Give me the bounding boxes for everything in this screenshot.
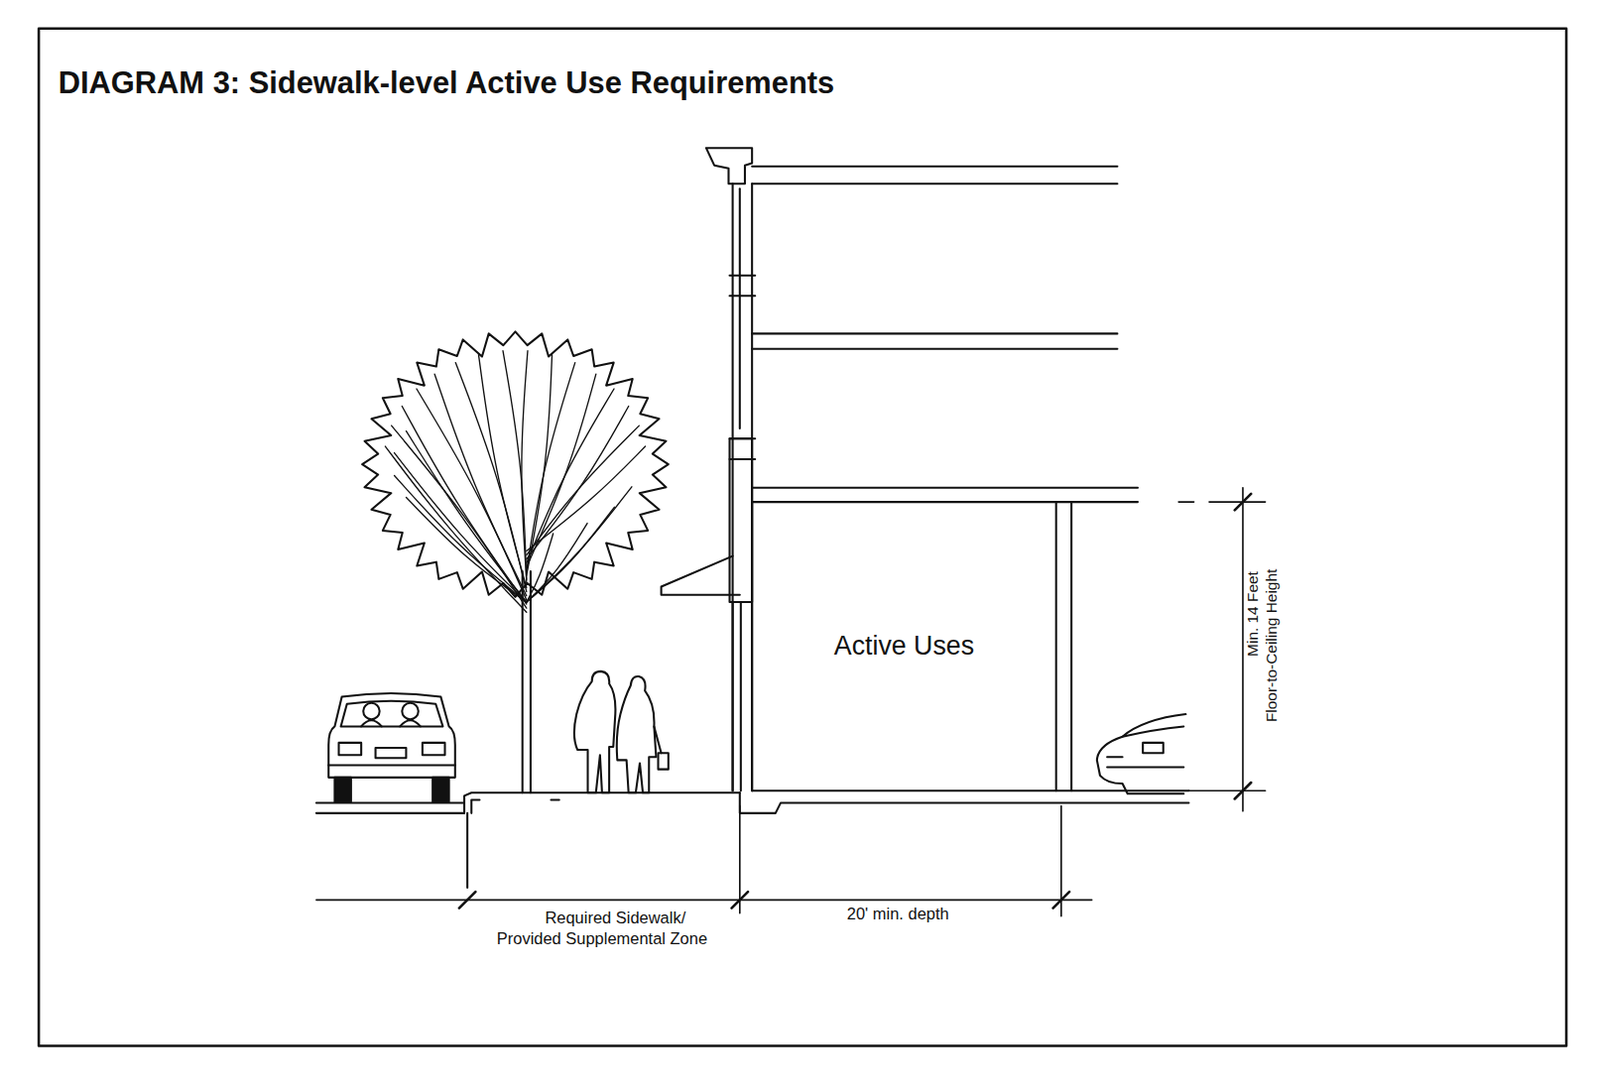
pedestrians	[574, 671, 669, 793]
building-section	[661, 147, 1138, 791]
tree-branch	[502, 351, 527, 585]
tree-branch	[526, 406, 629, 560]
diagram-title: DIAGRAM 3: Sidewalk-level Active Use Req…	[58, 65, 836, 101]
tree-branch	[394, 453, 527, 603]
tree-branch	[526, 506, 616, 603]
active-use-space: Active Uses	[753, 503, 1054, 789]
tree-branch	[406, 496, 527, 602]
awning	[661, 556, 740, 596]
cornice	[706, 147, 752, 184]
tree-branch	[526, 425, 640, 556]
depth-dimension: 20' min. depth	[806, 903, 990, 925]
height-dimension: Min. 14 Feet Floor-to-Ceiling Height	[1242, 564, 1282, 729]
tree-branch	[416, 388, 527, 601]
tree-branch	[406, 431, 527, 603]
tree-canopy	[362, 331, 669, 597]
tree-branch	[391, 425, 527, 609]
street-tree	[362, 331, 669, 793]
tree-branch	[478, 355, 526, 589]
tree-branch	[526, 533, 554, 603]
tree-branch	[526, 523, 588, 603]
ground	[316, 790, 1190, 888]
sidewalk-dimension: Required Sidewalk/ Provided Supplemental…	[492, 908, 713, 950]
frame	[38, 28, 1567, 1047]
tree-branch	[526, 446, 646, 551]
tree-branch	[521, 351, 528, 581]
space-label: Active Uses	[834, 630, 975, 663]
dimension-lines	[316, 488, 1266, 917]
garage-car	[1097, 714, 1186, 794]
street-car	[328, 693, 456, 803]
tree-branch	[384, 446, 526, 613]
tree-branch	[526, 487, 632, 603]
